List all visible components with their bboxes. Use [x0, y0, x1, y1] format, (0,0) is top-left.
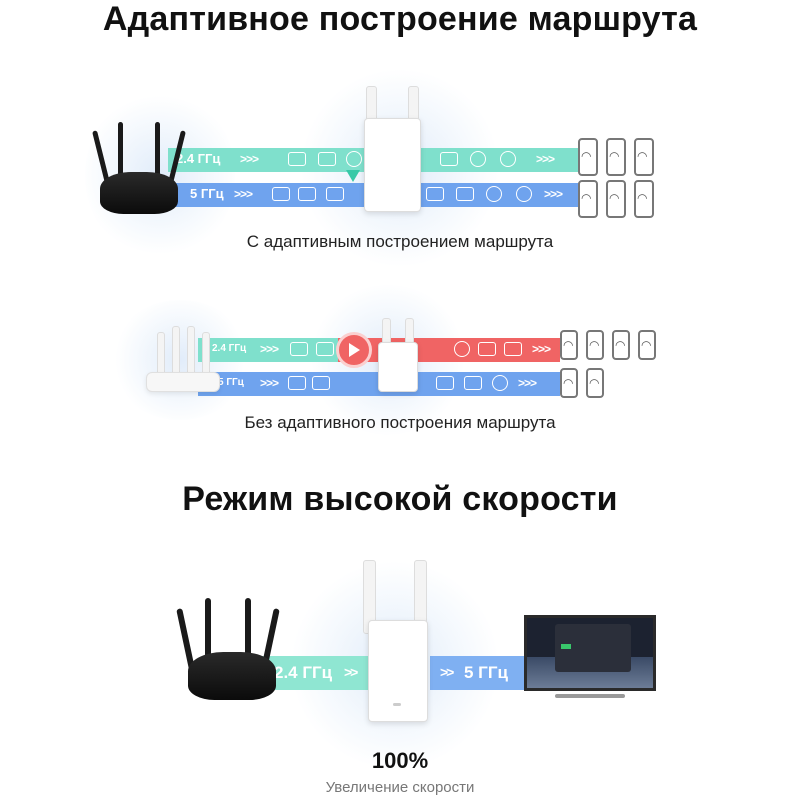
chevrons-icon: >> [344, 664, 358, 680]
video-icon [478, 342, 496, 356]
extender-icon [364, 118, 421, 212]
wifi-icon: ◠ [609, 149, 620, 163]
band-24ghz-congested: >>> [338, 338, 560, 362]
antenna-icon [205, 598, 211, 668]
caption-with-adaptive: С адаптивным построением маршрута [246, 232, 554, 251]
video-icon [426, 187, 444, 201]
phone-icon: ◠ [634, 138, 654, 176]
phone-icon: ◠ [606, 180, 626, 218]
chevrons-icon: >>> [518, 376, 537, 390]
phone-icon: ◠ [560, 330, 578, 360]
chevrons-icon: >>> [544, 187, 563, 201]
play-icon [516, 186, 532, 202]
band-24ghz-2: 2.4 ГГц >>> [198, 338, 338, 362]
wifi-icon: ◠ [637, 191, 648, 205]
cloud-icon [326, 187, 344, 201]
extender-icon [368, 620, 428, 722]
play-icon [500, 151, 516, 167]
antenna-icon [172, 326, 180, 378]
wifi-icon: ◠ [641, 338, 652, 352]
wifi-icon: ◠ [581, 191, 592, 205]
caption-without-adaptive: Без адаптивного построения маршрута [244, 413, 556, 432]
gamepad-icon [504, 342, 522, 356]
video-icon [436, 376, 454, 390]
tv-icon [524, 615, 656, 691]
antenna-icon [187, 326, 195, 378]
video-icon [290, 342, 308, 356]
phone-icon: ◠ [612, 330, 630, 360]
band-24ghz-3: 2.4 ГГц >> [262, 656, 370, 690]
speed-stat-label: Увеличение скорости [325, 779, 475, 796]
gamepad-icon [272, 187, 290, 201]
wifi-icon: ◠ [589, 376, 600, 390]
chevrons-icon: >> [440, 664, 454, 680]
wifi-icon: ◠ [563, 338, 574, 352]
cloud-icon [492, 375, 508, 391]
phone-icon: ◠ [586, 330, 604, 360]
phone-icon: ◠ [578, 138, 598, 176]
mail-icon [298, 187, 316, 201]
band-5ghz-3: >> 5 ГГц [430, 656, 528, 690]
router-icon [146, 372, 220, 392]
mail-icon [312, 376, 330, 390]
tv-stand [555, 694, 625, 698]
chevrons-icon: >>> [536, 152, 555, 166]
band-5-label: 5 ГГц [218, 377, 244, 388]
band-24-label: 2.4 ГГц [274, 663, 333, 682]
wifi-icon: ◠ [589, 338, 600, 352]
chevrons-icon: >>> [260, 342, 279, 356]
wifi-icon: ◠ [609, 191, 620, 205]
antenna-icon [118, 122, 123, 182]
chevrons-icon: >>> [240, 152, 259, 166]
gamepad-icon [464, 376, 482, 390]
phone-icon: ◠ [560, 368, 578, 398]
antenna-icon [245, 598, 251, 668]
band-24-label: 2.4 ГГц [176, 151, 221, 166]
gamepad-icon [318, 152, 336, 166]
arrow-down-icon [346, 170, 360, 182]
wifi-icon: ◠ [563, 376, 574, 390]
wifi-icon: ◠ [615, 338, 626, 352]
cloud-icon [486, 186, 502, 202]
play-icon [346, 151, 362, 167]
band-5-label: 5 ГГц [190, 186, 224, 201]
phone-icon: ◠ [634, 180, 654, 218]
phone-icon: ◠ [638, 330, 656, 360]
play-icon [454, 341, 470, 357]
blocked-play-icon [336, 332, 372, 368]
gamepad-icon [456, 187, 474, 201]
router-icon [188, 652, 276, 700]
band-5-label: 5 ГГц [464, 663, 508, 682]
chevrons-icon: >>> [532, 342, 551, 356]
gamepad-icon [316, 342, 334, 356]
extender-icon [378, 342, 418, 392]
wifi-icon: ◠ [637, 149, 648, 163]
section-title-high-speed: Режим высокой скорости [182, 480, 618, 518]
speed-stat-value: 100% [371, 748, 429, 773]
section-title-adaptive: Адаптивное построение маршрута [102, 0, 698, 38]
phone-icon: ◠ [586, 368, 604, 398]
band-24-label: 2.4 ГГц [212, 343, 247, 354]
video-icon [288, 152, 306, 166]
phone-icon: ◠ [578, 180, 598, 218]
chevrons-icon: >>> [234, 187, 253, 201]
phone-icon: ◠ [606, 138, 626, 176]
chevrons-icon: >>> [260, 376, 279, 390]
mail-icon [440, 152, 458, 166]
wifi-icon: ◠ [581, 149, 592, 163]
cloud-icon [470, 151, 486, 167]
antenna-icon [155, 122, 160, 182]
router-icon [100, 172, 178, 214]
gamepad-icon [288, 376, 306, 390]
